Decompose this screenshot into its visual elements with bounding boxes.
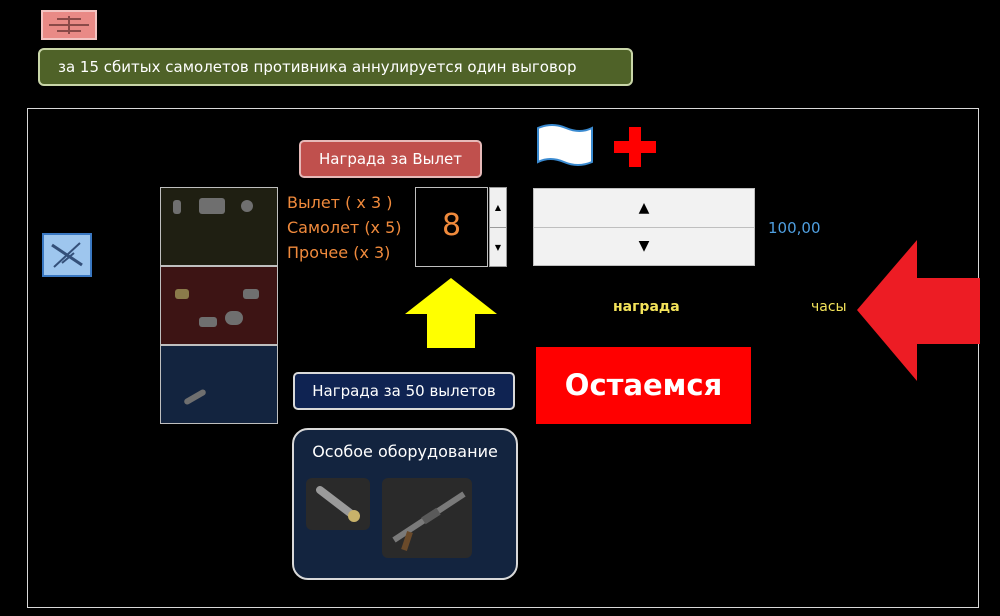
item-icon (225, 311, 243, 325)
spin-up-button[interactable]: ▲ (490, 188, 506, 228)
main-panel (27, 108, 979, 608)
counter-spinner[interactable]: ▲ ▼ (489, 187, 507, 267)
rifle-item-icon[interactable] (382, 478, 472, 558)
reward-50-sorties-button[interactable]: Награда за 50 вылетов (293, 372, 515, 410)
spin-down-button[interactable]: ▼ (494, 243, 502, 252)
item-icon (199, 317, 217, 327)
special-equipment-label: Особое оборудование (312, 442, 498, 461)
info-banner: за 15 сбитых самолетов противника аннули… (38, 48, 633, 86)
item-icon (173, 200, 181, 214)
stepper-down-button[interactable]: ▼ (638, 238, 650, 254)
stepper-up-button[interactable]: ▲ (534, 189, 754, 228)
counter-display: 8 (415, 187, 488, 267)
item-icon (199, 198, 225, 214)
value-stepper[interactable]: ▲ ▼ (533, 188, 755, 266)
plane-logo-icon[interactable] (41, 10, 97, 40)
item-icon (175, 289, 189, 299)
item-slot-plane[interactable] (160, 266, 278, 345)
red-cross-icon[interactable] (614, 127, 656, 167)
item-icon (183, 388, 207, 406)
reward-label: награда (613, 299, 680, 315)
flashlight-item-icon[interactable] (306, 478, 370, 530)
item-icon (243, 289, 259, 299)
left-arrow-icon[interactable] (857, 240, 980, 381)
stepper-value: 100,00 (768, 219, 821, 237)
stay-button[interactable]: Остаемся (536, 347, 751, 424)
reward-line-sortie: Вылет ( х 3 ) (287, 193, 393, 212)
reward-line-other: Прочее (х 3) (287, 243, 391, 262)
reward-line-plane: Самолет (х 5) (287, 218, 402, 237)
special-equipment-panel[interactable]: Особое оборудование (292, 428, 518, 580)
item-icon (241, 200, 253, 212)
item-slot-other[interactable] (160, 345, 278, 424)
up-arrow-icon (405, 278, 497, 348)
reward-sortie-button[interactable]: Награда за Вылет (299, 140, 482, 178)
plane-icon[interactable] (42, 233, 92, 277)
item-slot-sortie[interactable] (160, 187, 278, 266)
hours-label: часы (811, 299, 847, 315)
flag-icon[interactable] (534, 122, 594, 172)
